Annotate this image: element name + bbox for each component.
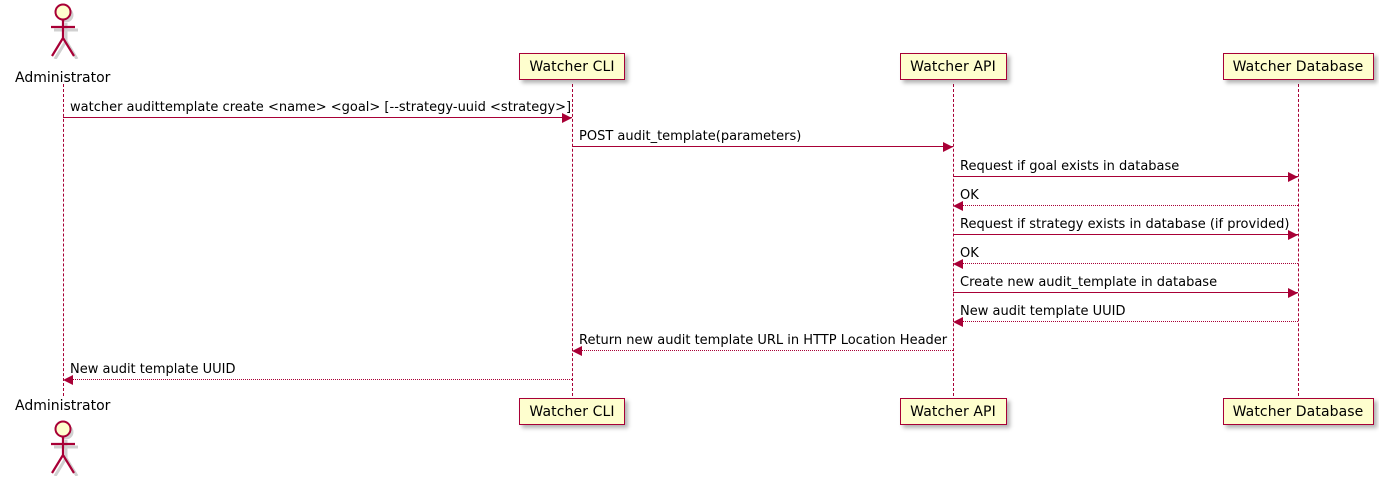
message-label-7: Create new audit_template in database [960,275,1218,290]
message-line-10 [63,379,572,380]
message-line-5 [953,234,1298,235]
lifeline-watcher-cli [572,84,573,396]
actor-figure-top-administrator [41,3,85,60]
lifeline-watcher-database [1298,84,1299,396]
message-line-1 [63,117,572,118]
message-label-2: POST audit_template(parameters) [579,129,802,144]
participant-label-watcher-api: Watcher API [910,58,996,75]
message-arrowhead-7 [1288,288,1298,298]
lifeline-administrator [63,84,64,396]
participant-box-watcher-cli[interactable]: Watcher CLI [519,53,625,80]
message-line-3 [953,176,1298,177]
lifeline-watcher-api [953,84,954,396]
actor-figure-bottom-administrator [41,420,85,477]
message-line-9 [572,350,953,351]
participant-label-watcher-api: Watcher API [910,403,996,420]
message-label-10: New audit template UUID [70,362,236,377]
participant-label-watcher-database: Watcher Database [1232,403,1364,420]
message-line-4 [953,205,1298,206]
message-label-3: Request if goal exists in database [960,159,1180,174]
message-label-6: OK [960,246,979,261]
message-line-2 [572,146,953,147]
message-line-8 [953,321,1298,322]
message-arrowhead-10 [63,375,73,385]
message-label-9: Return new audit template URL in HTTP Lo… [579,333,948,348]
message-arrowhead-2 [943,142,953,152]
participant-box-watcher-api[interactable]: Watcher API [899,53,1007,80]
message-arrowhead-5 [1288,230,1298,240]
actor-label-top-administrator: Administrator [15,70,111,86]
message-line-6 [953,263,1298,264]
participant-box-watcher-database[interactable]: Watcher Database [1222,53,1374,80]
participant-box-watcher-cli[interactable]: Watcher CLI [519,398,625,425]
message-label-5: Request if strategy exists in database (… [960,217,1290,232]
message-label-4: OK [960,188,979,203]
message-arrowhead-3 [1288,172,1298,182]
message-arrowhead-4 [953,201,963,211]
message-arrowhead-9 [572,346,582,356]
message-arrowhead-8 [953,317,963,327]
message-line-7 [953,292,1298,293]
participant-label-watcher-cli: Watcher CLI [529,403,615,420]
actor-label-bottom-administrator: Administrator [15,398,111,414]
message-arrowhead-1 [562,113,572,123]
participant-box-watcher-database[interactable]: Watcher Database [1222,398,1374,425]
participant-label-watcher-database: Watcher Database [1232,58,1364,75]
message-label-8: New audit template UUID [960,304,1126,319]
participant-box-watcher-api[interactable]: Watcher API [899,398,1007,425]
participant-label-watcher-cli: Watcher CLI [529,58,615,75]
message-arrowhead-6 [953,259,963,269]
message-label-1: watcher audittemplate create <name> <goa… [70,100,572,115]
